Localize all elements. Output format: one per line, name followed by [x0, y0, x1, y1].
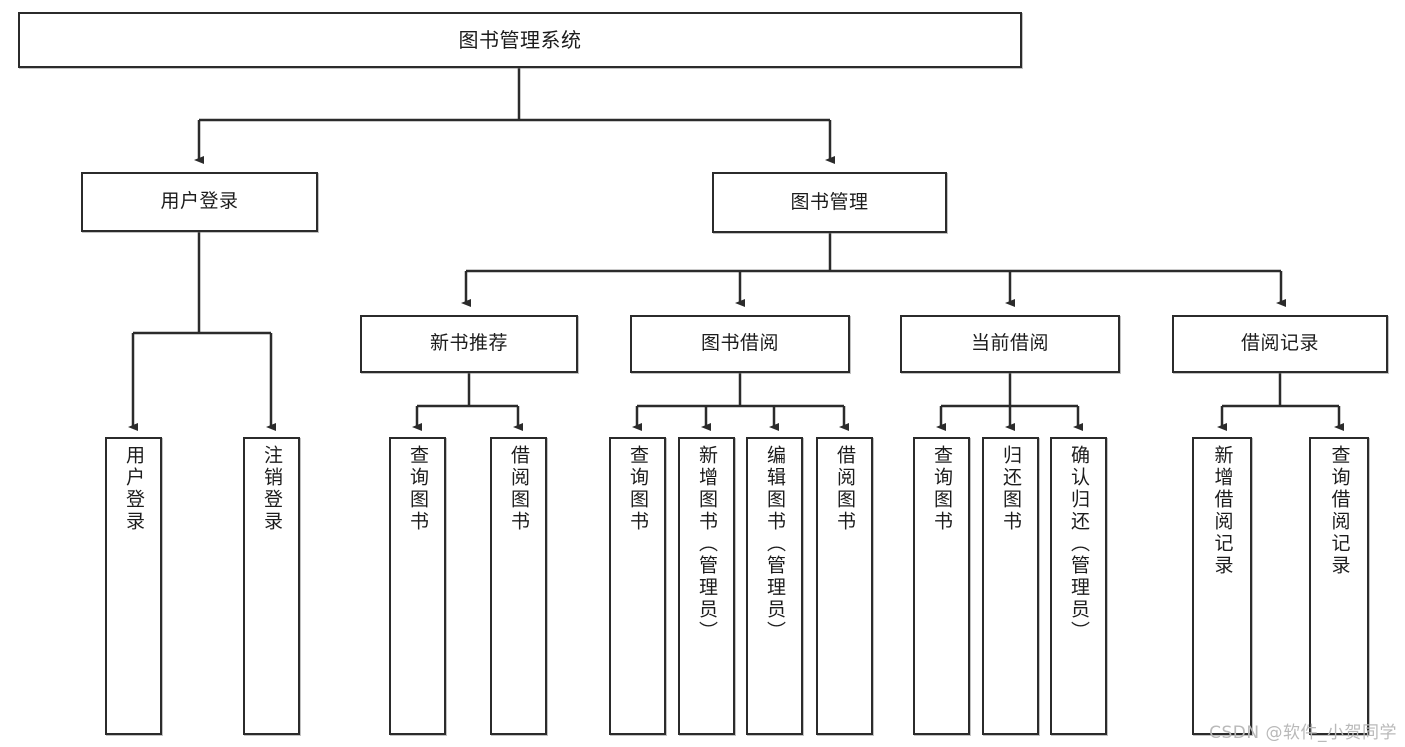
node-label: 借阅记录 [1240, 332, 1319, 355]
node-label: 确认归还（管理员） [1068, 445, 1090, 643]
node-leaf-user-login[interactable]: 用户登录 [105, 437, 162, 735]
watermark-text: CSDN @软件_小贺同学 [1209, 723, 1397, 743]
node-label: 借阅图书 [834, 445, 856, 533]
node-leaf-add-book-admin[interactable]: 新增图书（管理员） [678, 437, 735, 735]
node-label: 当前借阅 [970, 332, 1049, 355]
node-label: 查询图书 [931, 445, 953, 533]
node-label: 查询借阅记录 [1328, 445, 1351, 577]
node-label: 查询图书 [407, 445, 429, 533]
node-label: 用户登录 [123, 445, 145, 533]
node-leaf-user-logout[interactable]: 注销登录 [243, 437, 300, 735]
node-label: 新增借阅记录 [1211, 445, 1234, 577]
node-leaf-edit-book-admin[interactable]: 编辑图书（管理员） [746, 437, 803, 735]
node-label: 图书管理 [790, 190, 869, 213]
node-leaf-add-borrow-record[interactable]: 新增借阅记录 [1192, 437, 1252, 735]
node-leaf-search-book-current[interactable]: 查询图书 [913, 437, 970, 735]
node-leaf-search-borrow-record[interactable]: 查询借阅记录 [1309, 437, 1369, 735]
node-label: 查询图书 [627, 445, 649, 533]
node-leaf-search-book-recommend[interactable]: 查询图书 [389, 437, 446, 735]
node-leaf-search-book[interactable]: 查询图书 [609, 437, 666, 735]
node-label: 用户登录 [160, 190, 239, 213]
node-label: 新书推荐 [429, 332, 508, 355]
node-label: 归还图书 [1000, 445, 1022, 533]
node-book-management[interactable]: 图书管理 [712, 172, 947, 233]
node-leaf-return-book[interactable]: 归还图书 [982, 437, 1039, 735]
node-book-borrow[interactable]: 图书借阅 [630, 315, 850, 373]
node-leaf-borrow-book-recommend[interactable]: 借阅图书 [490, 437, 547, 735]
node-root-system[interactable]: 图书管理系统 [18, 12, 1022, 68]
node-label: 新增图书（管理员） [696, 445, 718, 643]
node-leaf-borrow-book[interactable]: 借阅图书 [816, 437, 873, 735]
node-label: 借阅图书 [508, 445, 530, 533]
node-label: 编辑图书（管理员） [764, 445, 786, 643]
node-leaf-confirm-return-admin[interactable]: 确认归还（管理员） [1050, 437, 1107, 735]
node-user-login[interactable]: 用户登录 [81, 172, 318, 232]
node-label: 注销登录 [261, 445, 283, 533]
node-current-borrow[interactable]: 当前借阅 [900, 315, 1120, 373]
node-label: 图书借阅 [700, 332, 779, 355]
node-new-book-recommend[interactable]: 新书推荐 [360, 315, 578, 373]
node-label: 图书管理系统 [458, 27, 582, 52]
node-borrow-records[interactable]: 借阅记录 [1172, 315, 1388, 373]
